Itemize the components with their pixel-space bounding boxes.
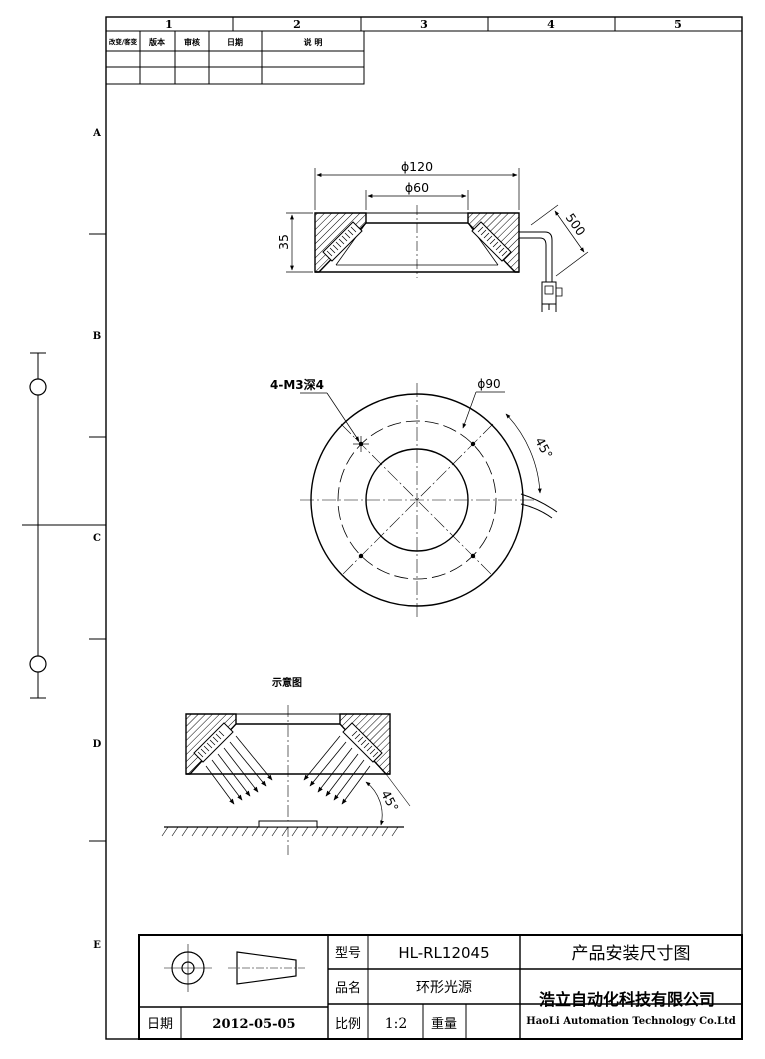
row-label-d: D bbox=[93, 739, 102, 750]
bolt-circle-label: ϕ90 bbox=[477, 377, 500, 391]
revision-header-review: 审核 bbox=[184, 37, 200, 47]
column-label-5: 5 bbox=[674, 18, 682, 31]
company-name-cn: 浩立自动化科技有限公司 bbox=[539, 990, 715, 1009]
top-view: 4-M3深4 ϕ90 45° bbox=[270, 377, 558, 617]
schematic-title: 示意图 bbox=[272, 676, 302, 689]
outer-diameter-label: ϕ120 bbox=[401, 159, 433, 174]
mounting-holes bbox=[353, 436, 476, 559]
scale-value: 1:2 bbox=[385, 1016, 408, 1032]
row-label-b: B bbox=[93, 331, 101, 342]
date-value: 2012-05-05 bbox=[212, 1017, 295, 1032]
binding-hole-top bbox=[29, 378, 47, 396]
schematic-view: 示意图 bbox=[161, 676, 411, 855]
projection-symbol-icon bbox=[164, 944, 305, 992]
revision-header-change: 改变/客变 bbox=[109, 37, 138, 46]
name-label: 品名 bbox=[335, 980, 361, 996]
column-label-4: 4 bbox=[547, 18, 555, 31]
hole-note-label: 4-M3深4 bbox=[270, 377, 324, 392]
row-label-a: A bbox=[92, 128, 101, 139]
model-label: 型号 bbox=[335, 946, 361, 961]
column-label-3: 3 bbox=[420, 18, 428, 31]
target-object bbox=[258, 820, 318, 828]
column-label-2: 2 bbox=[293, 18, 301, 31]
top-angle-label: 45° bbox=[532, 435, 556, 462]
cable-length-label: 500 bbox=[563, 210, 589, 238]
inner-diameter-label: ϕ60 bbox=[405, 180, 429, 195]
binding-hole-bottom bbox=[29, 655, 47, 673]
drawing-title: 产品安装尺寸图 bbox=[572, 944, 691, 964]
company-name-en: HaoLi Automation Technology Co.Ltd bbox=[526, 1016, 735, 1027]
row-label-e: E bbox=[93, 940, 101, 951]
side-section-view: ϕ120 ϕ60 35 500 bbox=[276, 159, 589, 312]
model-value: HL-RL12045 bbox=[398, 944, 489, 962]
revision-table: 改变/客变 版本 审核 日期 说 明 bbox=[105, 30, 365, 85]
date-label: 日期 bbox=[147, 1017, 173, 1032]
binding-margin bbox=[22, 352, 106, 699]
height-label: 35 bbox=[276, 234, 291, 250]
row-label-c: C bbox=[93, 533, 101, 544]
title-block: 型号 HL-RL12045 品名 环形光源 日期 2012-05-05 比例 1… bbox=[138, 934, 743, 1040]
revision-header-version: 版本 bbox=[148, 37, 165, 47]
weight-label: 重量 bbox=[431, 1016, 457, 1032]
revision-header-date: 日期 bbox=[227, 37, 243, 47]
light-rays bbox=[205, 735, 371, 805]
column-label-1: 1 bbox=[165, 18, 173, 31]
sheet-frame: 1 2 3 4 5 A B C D E bbox=[22, 16, 743, 1040]
name-value: 环形光源 bbox=[416, 980, 472, 996]
scale-label: 比例 bbox=[335, 1017, 361, 1032]
revision-header-note: 说 明 bbox=[304, 37, 323, 47]
